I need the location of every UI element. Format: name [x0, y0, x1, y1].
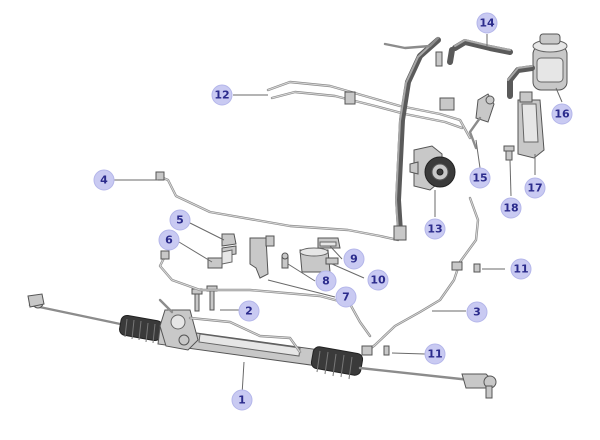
callout-label: 2: [245, 305, 253, 318]
callout-label: 14: [479, 17, 495, 30]
callout-label: 3: [473, 306, 481, 319]
callout-10: 10: [367, 269, 389, 291]
callout-label: 6: [165, 234, 173, 247]
callout-13: 13: [424, 218, 446, 240]
callout-5: 5: [169, 209, 191, 231]
leader-lines: [114, 34, 563, 396]
callout-label: 7: [342, 291, 350, 304]
callout-14: 14: [476, 12, 498, 34]
callout-12: 12: [211, 84, 233, 106]
callout-3: 3: [466, 301, 488, 323]
callout-2: 2: [238, 300, 260, 322]
callout-18: 18: [500, 197, 522, 219]
mounting-bracket: [249, 235, 289, 279]
callout-label: 15: [472, 172, 487, 185]
callout-8: 8: [315, 270, 337, 292]
hose-bracket: [468, 93, 495, 150]
callout-label: 11: [427, 348, 442, 361]
callout-9: 9: [343, 248, 365, 270]
callout-label: 9: [350, 253, 358, 266]
callout-7: 7: [335, 286, 357, 308]
pressure-hose: [383, 36, 443, 241]
callout-11-upper: 11: [510, 258, 532, 280]
reservoir-bracket: [517, 91, 545, 159]
callout-11-lower: 11: [424, 343, 446, 365]
callout-label: 4: [100, 174, 108, 187]
callout-label: 17: [527, 182, 542, 195]
callout-label: 5: [176, 214, 184, 227]
small-fasteners: [383, 263, 481, 356]
callout-label: 8: [322, 275, 330, 288]
power-steering-pump: [409, 145, 456, 191]
callout-label: 18: [503, 202, 518, 215]
suction-hose: [447, 38, 513, 65]
return-pipe: [155, 171, 400, 242]
callout-label: 1: [238, 394, 246, 407]
callout-1: 1: [231, 389, 253, 411]
pressure-line: [361, 196, 480, 356]
callout-label: 13: [427, 223, 442, 236]
bracket-bolt: [503, 145, 515, 161]
callout-17: 17: [524, 177, 546, 199]
callout-16: 16: [551, 103, 573, 125]
callout-label: 11: [513, 263, 528, 276]
pipe-clips: [207, 233, 237, 269]
callout-4: 4: [93, 169, 115, 191]
hydraulic-line-bundle: [266, 80, 472, 140]
clamps: [299, 237, 341, 273]
lower-pipe: [158, 250, 372, 338]
callout-label: 10: [370, 274, 386, 287]
steering-rack: [27, 293, 497, 399]
callout-label: 16: [554, 108, 570, 121]
callout-6: 6: [158, 229, 180, 251]
callout-15: 15: [469, 167, 491, 189]
callout-label: 12: [214, 89, 229, 102]
fluid-reservoir: [507, 33, 568, 99]
